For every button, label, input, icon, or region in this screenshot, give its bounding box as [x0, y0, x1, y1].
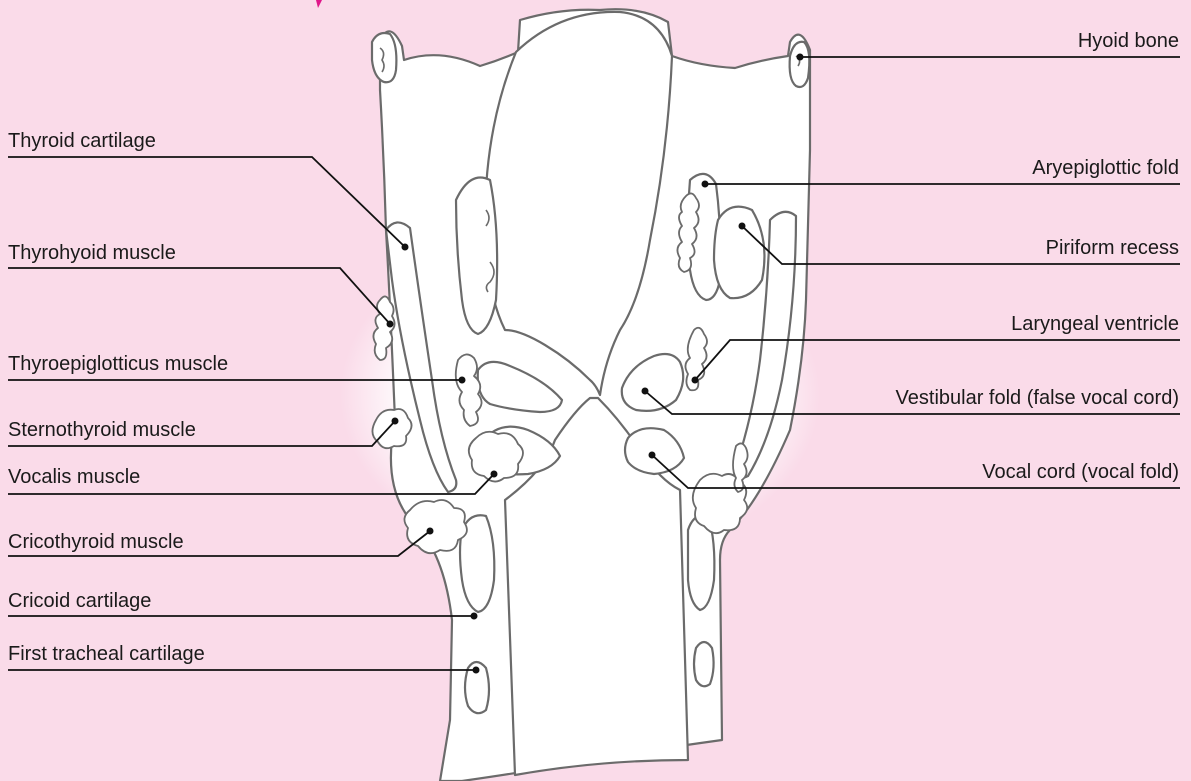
label-vocal-cord: Vocal cord (vocal fold)	[982, 461, 1179, 483]
label-aryepiglottic-fold: Aryepiglottic fold	[1032, 157, 1179, 179]
dot-first-tracheal-cartilage	[473, 667, 480, 674]
sternothyroid-muscle-blob	[372, 409, 411, 448]
hyoid-bone-left	[372, 33, 396, 82]
label-vestibular-fold: Vestibular fold (false vocal cord)	[896, 387, 1179, 409]
piriform-recess-right	[714, 207, 764, 299]
label-piriform-recess: Piriform recess	[1046, 237, 1179, 259]
dot-aryepiglottic-fold	[702, 181, 709, 188]
dot-thyroepiglotticus-muscle	[459, 377, 466, 384]
label-laryngeal-ventricle: Laryngeal ventricle	[1011, 313, 1179, 335]
dot-piriform-recess	[739, 223, 746, 230]
title-fragment	[316, 0, 322, 8]
label-first-tracheal-cartilage: First tracheal cartilage	[8, 643, 205, 665]
dot-thyrohyoid-muscle	[387, 321, 394, 328]
dot-thyroid-cartilage	[402, 244, 409, 251]
dot-vocalis-muscle	[491, 471, 498, 478]
dot-sternothyroid-muscle	[392, 418, 399, 425]
dot-laryngeal-ventricle	[692, 377, 699, 384]
leader-thyrohyoid-muscle	[8, 268, 390, 324]
label-thyrohyoid-muscle: Thyrohyoid muscle	[8, 242, 176, 264]
dot-hyoid-bone	[797, 54, 804, 61]
dot-cricoid-cartilage	[471, 613, 478, 620]
label-thyroepiglotticus-muscle: Thyroepiglotticus muscle	[8, 353, 228, 375]
label-hyoid-bone: Hyoid bone	[1078, 30, 1179, 52]
tracheal-ring-right	[694, 642, 714, 686]
label-sternothyroid-muscle: Sternothyroid muscle	[8, 419, 196, 441]
dot-vocal-cord	[649, 452, 656, 459]
dot-vestibular-fold	[642, 388, 649, 395]
label-thyroid-cartilage: Thyroid cartilage	[8, 130, 156, 152]
leader-thyroid-cartilage	[8, 157, 405, 247]
label-cricoid-cartilage: Cricoid cartilage	[8, 590, 151, 612]
label-cricothyroid-muscle: Cricothyroid muscle	[8, 531, 184, 553]
dot-cricothyroid-muscle	[427, 528, 434, 535]
label-vocalis-muscle: Vocalis muscle	[8, 466, 140, 488]
